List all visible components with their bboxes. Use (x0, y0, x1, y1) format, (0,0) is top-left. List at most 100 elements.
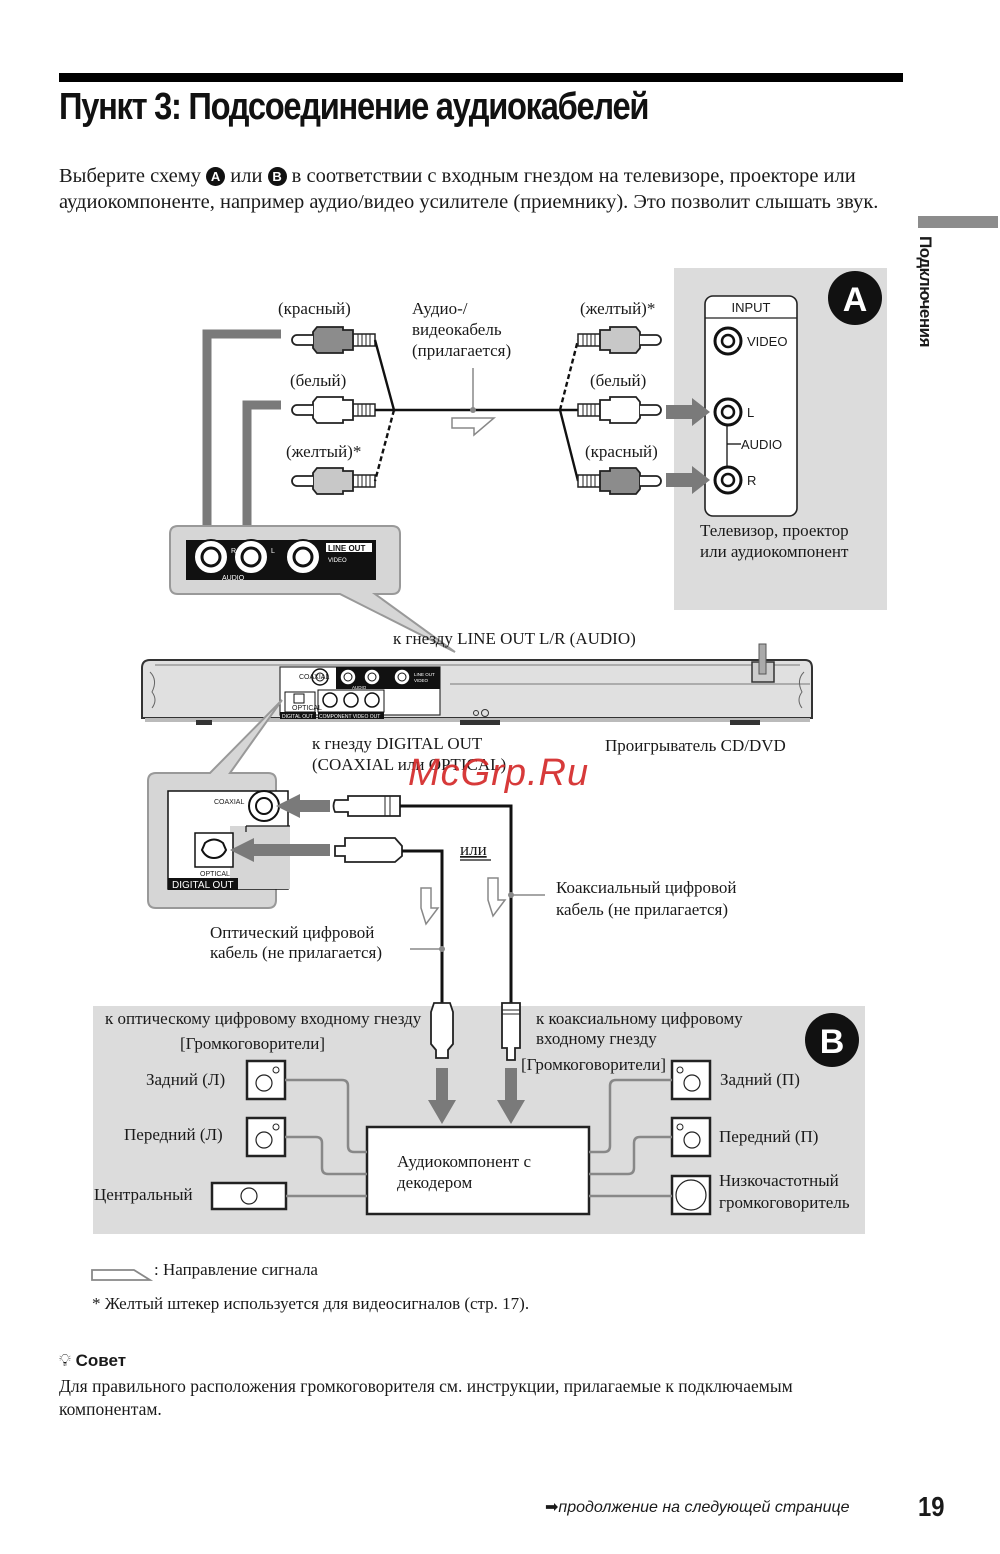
speaker-front-right (670, 1116, 712, 1158)
legend-signal-arrow-icon (91, 1269, 154, 1281)
intro-text-3: в соответствии с входным гнездом на теле… (59, 165, 879, 213)
page-title: Пункт 3: Подсоединение аудиокабелей (59, 86, 649, 128)
closeup-optical-label: OPTICAL (200, 871, 230, 878)
line-out-label: к гнезду LINE OUT L/R (AUDIO) (393, 629, 636, 648)
intro-paragraph: Выберите схему A или B в соответствии с … (59, 163, 899, 215)
speakers-right-title: [Громкоговорители] (521, 1055, 666, 1074)
coaxial-cable-label-line2: кабель (не прилагается) (556, 900, 728, 919)
speaker-rear-right (670, 1059, 712, 1101)
cable-label-line1: Аудио-/ (412, 299, 468, 318)
speaker-label-rear-left: Задний (Л) (146, 1070, 225, 1089)
arrow-into-optical (230, 838, 330, 862)
scheme-a-badge-circle (828, 271, 882, 325)
closeup-audio-label: AUDIO (222, 575, 245, 582)
optical-cable-label-line2: кабель (не прилагается) (210, 943, 382, 962)
speaker-label-front-right: Передний (П) (719, 1127, 818, 1146)
right-plug-label-white: (белый) (590, 371, 646, 390)
power-cord (758, 643, 767, 675)
speaker-label-front-left: Передний (Л) (124, 1125, 223, 1144)
closeup-video-label: VIDEO (328, 558, 347, 564)
optical-input-label: к оптическому цифровому входному гнезду (105, 1009, 422, 1028)
signal-direction-arrow (451, 417, 497, 437)
player-digital-out-label: DIGITAL OUT (282, 714, 313, 720)
digital-out-label-line2: (COAXIAL или OPTICAL) (312, 755, 506, 774)
coaxial-input-label-line1: к коаксиальному цифровому (536, 1009, 743, 1028)
tv-caption-line2: или аудиокомпонент (700, 542, 849, 561)
player-component-video-out-label: COMPONENT VIDEO OUT (319, 714, 380, 720)
signal-arrow-optical (420, 887, 440, 926)
optical-cable-label-line1: Оптический цифровой (210, 923, 374, 942)
legend-signal-direction: : Направление сигнала (154, 1260, 318, 1279)
speaker-label-subwoofer-line1: Низкочастотный (719, 1171, 839, 1190)
intro-text-2: или (225, 165, 268, 187)
optical-cable (402, 849, 444, 1003)
right-plug-label-yellow: (желтый)* (580, 299, 655, 318)
speaker-label-subwoofer-line2: громкоговоритель (719, 1193, 850, 1212)
cable-label-line2: видеокабель (412, 320, 502, 339)
speaker-front-left (245, 1116, 287, 1158)
digital-out-label-line1: к гнезду DIGITAL OUT (312, 734, 483, 753)
left-plug-label-yellow: (желтый)* (286, 442, 361, 461)
tip-body: Для правильного расположения громкоговор… (59, 1376, 793, 1419)
tv-audio-label: AUDIO (741, 437, 782, 452)
signal-arrow-coaxial (487, 877, 507, 918)
arrow-into-tv-l (666, 398, 710, 426)
decoder-label-line2: декодером (397, 1173, 472, 1192)
page-number: 19 (918, 1491, 945, 1522)
plug-left-yellow (291, 467, 376, 495)
scheme-b-badge-label: B (820, 1023, 845, 1061)
optical-plug (334, 837, 403, 863)
tv-audio-r-label: R (747, 473, 756, 488)
speaker-center (210, 1181, 288, 1211)
plug-right-yellow (577, 326, 662, 354)
side-tab-bar (918, 216, 998, 228)
arrow-right-icon: ➡ (545, 1499, 559, 1516)
watermark: McGrp.Ru (408, 752, 590, 794)
tv-audio-l-label: L (747, 405, 754, 420)
top-rule (59, 73, 903, 82)
closeup-line-out-label: LINE OUT (328, 544, 365, 553)
player-coaxial-label: COAXIAL (299, 674, 329, 681)
optical-plug-b (430, 1002, 454, 1059)
right-plug-label-red: (красный) (585, 442, 658, 461)
speaker-label-rear-right: Задний (П) (720, 1070, 800, 1089)
intro-text-1: Выберите схему (59, 165, 207, 187)
arrow-optical-to-decoder (428, 1068, 456, 1124)
scheme-b-badge: B (267, 167, 287, 186)
plug-left-white (291, 396, 376, 424)
lightbulb-icon: 💡︎ (59, 1351, 71, 1370)
tip-heading-label: Совет (75, 1351, 127, 1370)
arrow-coaxial-to-decoder (497, 1068, 525, 1124)
coaxial-input-label-line2: входному гнезду (536, 1029, 657, 1048)
arrow-into-coaxial (276, 794, 330, 818)
tv-input-header: INPUT (732, 300, 771, 315)
or-label: или (460, 840, 487, 859)
player-device-label: Проигрыватель CD/DVD (605, 736, 786, 755)
speaker-rear-left (245, 1059, 287, 1101)
speaker-label-center: Центральный (94, 1185, 193, 1204)
continue-label: продолжение на следующей странице (558, 1499, 850, 1516)
tip-heading: 💡︎ Совет (59, 1351, 126, 1371)
plug-right-white (577, 396, 662, 424)
tv-caption-line1: Телевизор, проектор (700, 521, 849, 540)
player-optical-label: OPTICAL (292, 705, 322, 712)
cable-label-line3: (прилагается) (412, 341, 511, 360)
dvd-player (141, 659, 813, 719)
coaxial-cable (400, 804, 513, 1003)
footnote: * Желтый штекер используется для видеоси… (92, 1294, 530, 1313)
player-line-out-label: LINE OUT (414, 672, 435, 677)
arrow-into-tv-r (666, 466, 710, 494)
plug-right-red (577, 467, 662, 495)
left-plug-label-red: (красный) (278, 299, 351, 318)
speakers-left-title: [Громкоговорители] (180, 1034, 325, 1053)
tv-video-label: VIDEO (747, 334, 787, 349)
left-plug-label-white: (белый) (290, 371, 346, 390)
continue-note: ➡продолжение на следующей странице (545, 1497, 850, 1517)
player-audio-label: AUDIO (352, 685, 367, 690)
subwoofer (670, 1174, 712, 1216)
decoder-label-line1: Аудиокомпонент с (397, 1152, 531, 1171)
decoder-box (365, 1125, 591, 1216)
closeup-r-label: R (231, 548, 236, 555)
closeup-coaxial-label: COAXIAL (214, 799, 244, 806)
coaxial-plug-b (501, 1002, 521, 1061)
